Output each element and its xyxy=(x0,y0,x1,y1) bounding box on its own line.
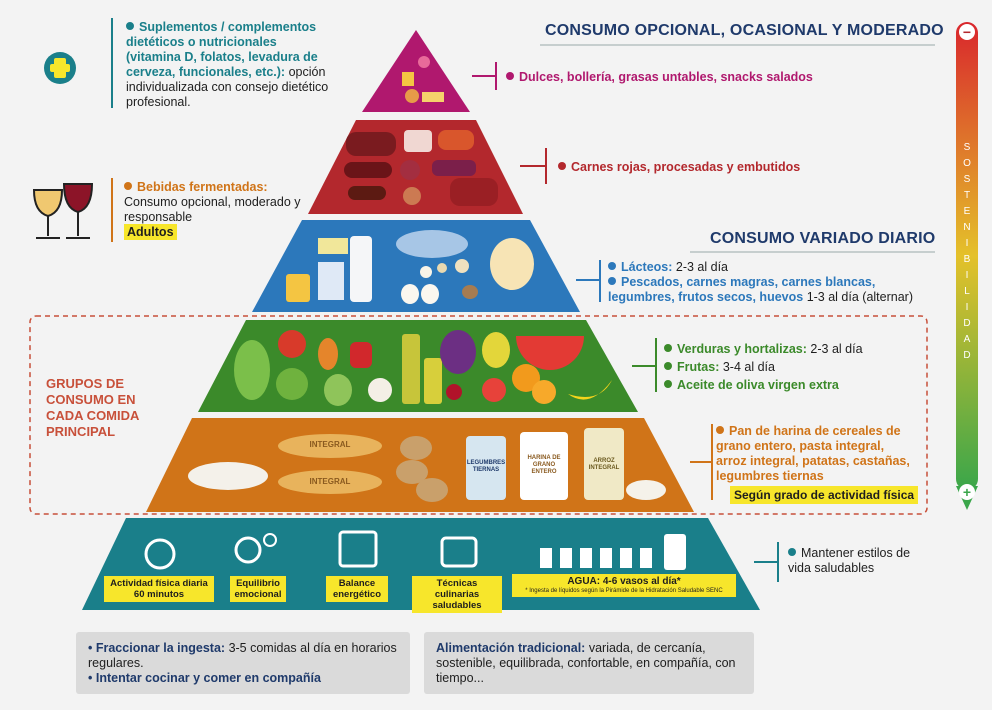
grains-text: Pan de harina de cereales de grano enter… xyxy=(716,424,910,483)
base-label-cooking: Técnicas culinarias saludables xyxy=(412,576,502,613)
sustainability-letter: S xyxy=(963,142,971,153)
sustainability-bar xyxy=(956,22,978,490)
meats-label: Carnes rojas, procesadas y embutidos xyxy=(571,160,801,174)
sweets-label-row: Dulces, bollería, grasas untables, snack… xyxy=(506,70,826,85)
main-meal-frame xyxy=(29,315,928,515)
water-label: AGUA: 4-6 vasos al día* * Ingesta de líq… xyxy=(512,574,736,597)
tier-sweets xyxy=(362,30,470,112)
sustainability-letter: D xyxy=(963,318,971,329)
sustainability-letter: D xyxy=(963,350,971,361)
fermented-title: Bebidas fermentadas: xyxy=(137,180,268,194)
fermented-text: Consumo opcional, moderado y responsable xyxy=(124,195,301,224)
base-block: Mantener estilos de vida saludables xyxy=(788,546,928,576)
plus-icon xyxy=(959,484,975,500)
sustainability-letter: E xyxy=(963,206,971,217)
groups-label: GRUPOS DE CONSUMO EN CADA COMIDA PRINCIP… xyxy=(46,376,139,439)
activity-badge: Según grado de actividad física xyxy=(730,486,919,504)
sweets-label: Dulces, bollería, grasas untables, snack… xyxy=(519,70,813,84)
base-text: Mantener estilos de vida saludables xyxy=(788,546,911,575)
grains-block: Pan de harina de cereales de grano enter… xyxy=(716,424,916,484)
sustainability-letter: T xyxy=(963,190,971,201)
fermented-block: Bebidas fermentadas: Consumo opcional, m… xyxy=(124,180,304,240)
meats-label-row: Carnes rojas, procesadas y embutidos xyxy=(558,160,838,175)
adults-badge: Adultos xyxy=(124,224,177,240)
jar-label-1: LEGUMBRES TIERNAS xyxy=(466,460,506,473)
sustainability-letter: I xyxy=(965,302,969,313)
minus-icon xyxy=(959,24,975,40)
jar-label-2: HARINA DE GRANO ENTERO xyxy=(527,455,561,475)
sustainability-letter: A xyxy=(963,334,971,345)
supplements-text: opción individualizada con consejo dieté… xyxy=(126,65,329,109)
sustainability-letter: I xyxy=(965,238,969,249)
sustainability-letter: N xyxy=(963,222,971,233)
base-label-activity: Actividad física diaria 60 minutos xyxy=(104,576,214,602)
sustainability-letter: L xyxy=(964,286,970,297)
veg-block: Verduras y hortalizas: 2-3 al día Frutas… xyxy=(664,340,924,394)
sustainability-letter: B xyxy=(963,254,971,265)
sustainability-letter: I xyxy=(965,270,969,281)
plus-sign: + xyxy=(962,484,972,500)
sustainability-letter: O xyxy=(963,158,971,169)
water-note: * Ingesta de líquidos según la Pirámide … xyxy=(525,588,723,594)
base-label-energy: Balance energético xyxy=(326,576,388,602)
bread-label-1: INTEGRAL xyxy=(309,440,351,449)
protein-label: Pescados, carnes magras, carnes blancas,… xyxy=(608,275,876,304)
header-daily: CONSUMO VARIADO DIARIO xyxy=(710,230,936,247)
supplements-block: Suplementos / complementos dietéticos o … xyxy=(126,20,331,110)
minus-sign: − xyxy=(962,24,972,40)
dairy-block: 2-3 al díaLácteos: 2-3 al día Pescados, … xyxy=(608,260,913,304)
sustainability-letter: S xyxy=(963,174,971,185)
water-title: AGUA: 4-6 vasos al día* xyxy=(567,576,681,587)
bottom-right-box: Alimentación tradicional: variada, de ce… xyxy=(424,632,754,694)
bread-label-2: INTEGRAL xyxy=(309,477,351,486)
supplements-title: Suplementos / complementos dietéticos o … xyxy=(126,20,318,79)
base-label-emotional: Equilibrio emocional xyxy=(230,576,286,602)
header-optional: CONSUMO OPCIONAL, OCASIONAL Y MODERADO xyxy=(545,22,944,39)
jar-label-3: ARROZ INTEGRAL xyxy=(588,458,620,471)
bottom-left-box: • Fraccionar la ingesta: 3-5 comidas al … xyxy=(76,632,410,694)
